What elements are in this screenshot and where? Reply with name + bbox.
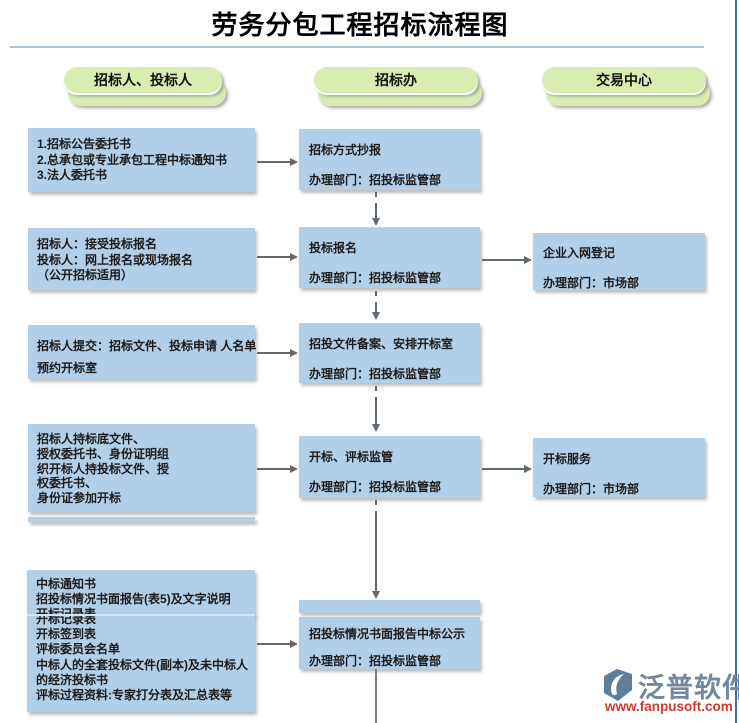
box-text-line: 的经济投标书 (36, 672, 109, 687)
box-text-line: 招标人持标底文件、 (37, 432, 146, 446)
arrow-right-icon (482, 465, 532, 473)
fanpu-logo-icon (604, 669, 632, 701)
arrow-down-icon (372, 386, 380, 432)
lane-header-label: 招标人、投标人 (64, 67, 222, 93)
box-department: 办理部门：市场部 (543, 276, 640, 290)
box-department: 办理部门：招投标监管部 (309, 173, 442, 187)
fanpu-logo: 泛普软件 www.fanpusoft.com (601, 666, 739, 718)
box-department: 办理部门：招投标监管部 (309, 271, 442, 285)
box-award-publicity: 招投标情况书面报告中标公示 办理部门：招投标监管部 (299, 617, 480, 669)
box-document-filing-room: 招投文件备案、安排开标室 办理部门：招投标监管部 (299, 323, 480, 383)
box-text-line: 织开标人持投标文件、授 (37, 461, 170, 476)
box-bid-method-report: 招标方式抄报 办理部门：招投标监管部 (299, 129, 480, 190)
box-text-line: 2.总承包或专业承包工程中标通知书 (37, 152, 228, 167)
box-text-line: 开标记录表 (36, 607, 97, 616)
box-evaluation-records: 开标记录表 开标签到表 评标委员会名单 中标人的全套投标文件(副本)及未中标人 … (27, 614, 255, 712)
box-text-line: 招标人提交：招标文件、投标申请 人名单 (37, 339, 257, 353)
box-department: 办理部门：招投标监管部 (309, 654, 442, 668)
arrow-right-icon (257, 465, 298, 473)
logo-text: 泛普软件 (638, 673, 739, 703)
box-text-line: 3.法人委托书 (37, 168, 108, 182)
title-divider (10, 46, 704, 48)
box-bid-signup: 投标报名 办理部门：招投标监管部 (299, 227, 480, 288)
arrow-right-icon (257, 640, 298, 648)
arrow-right-icon (257, 349, 298, 357)
box-title: 招标方式抄报 (309, 143, 382, 157)
connector-line (375, 669, 377, 723)
box-opening-service: 开标服务 办理部门：市场部 (533, 438, 705, 497)
box-shadow-strip (28, 517, 255, 522)
box-text-line: 投标人：网上报名或现场报名 (37, 252, 194, 267)
box-text-line: （公开招标适用） (37, 268, 134, 282)
box-department: 办理部门：招投标监管部 (309, 367, 442, 381)
box-attend-bid-opening: 招标人持标底文件、 授权委托书、身份证明组 织开标人持投标文件、授 权委托书、 … (28, 424, 255, 512)
box-award-notice-docs: 中标通知书 招投标情况书面报告(表5)及文字说明 开标记录表 (27, 570, 255, 616)
arrow-down-icon (372, 500, 380, 599)
arrow-down-icon (372, 291, 380, 320)
box-title: 开标服务 (543, 452, 592, 466)
box-shadow-strip (299, 600, 480, 613)
box-title: 开标、评标监管 (309, 450, 394, 464)
box-entrust-documents: 1.招标公告委托书 2.总承包或专业承包工程中标通知书 3.法人委托书 (28, 128, 255, 192)
box-department: 办理部门：市场部 (543, 482, 640, 496)
box-text-line: 中标人的全套投标文件(副本)及未中标人 (36, 657, 248, 672)
box-text-line: 招标人：接受投标报名 (37, 237, 158, 251)
lane-header-label: 交易中心 (542, 67, 706, 93)
box-title: 企业入网登记 (543, 246, 616, 260)
box-title: 招投文件备案、安排开标室 (309, 337, 454, 351)
box-text-line: 中标通知书 (36, 577, 97, 591)
lane-header-bidders: 招标人、投标人 (64, 67, 226, 109)
lane-header-bid-office: 招标办 (314, 67, 482, 109)
box-text-line: 授权委托书、身份证明组 (37, 446, 170, 461)
arrow-right-icon (482, 256, 532, 264)
box-text-line: 开标记录表 (36, 614, 97, 626)
box-text-line: 权委托书、 (37, 476, 98, 491)
box-department: 办理部门：招投标监管部 (309, 480, 442, 494)
box-enterprise-network-registration: 企业入网登记 办理部门：市场部 (533, 233, 705, 290)
box-text-line: 招投标情况书面报告(表5)及文字说明 (36, 592, 231, 606)
box-text-line: 身份证参加开标 (37, 491, 122, 506)
lane-header-trade-center: 交易中心 (542, 67, 710, 109)
box-title: 招投标情况书面报告中标公示 (309, 627, 466, 641)
page-title: 劳务分包工程招标流程图 (211, 11, 509, 40)
logo-url: www.fanpusoft.com (605, 699, 733, 714)
box-text-line: 预约开标室 (37, 361, 98, 375)
box-text-line: 开标签到表 (36, 627, 97, 642)
box-text-line: 评标委员会名单 (36, 642, 121, 657)
arrow-right-icon (257, 158, 298, 166)
box-text-line: 评标过程资料:专家打分表及汇总表等 (36, 688, 232, 703)
right-frame-line (735, 0, 737, 723)
box-bid-registration-methods: 招标人：接受投标报名 投标人：网上报名或现场报名 （公开招标适用） (28, 228, 255, 290)
box-opening-evaluation-supervision: 开标、评标监管 办理部门：招投标监管部 (299, 436, 480, 498)
arrow-right-icon (257, 253, 298, 261)
box-text-line: 1.招标公告委托书 (37, 137, 132, 151)
box-submit-bid-documents: 招标人提交：招标文件、投标申请 人名单 预约开标室 (28, 325, 257, 379)
arrow-down-icon (372, 192, 380, 226)
lane-header-label: 招标办 (314, 67, 478, 93)
box-title: 投标报名 (309, 241, 358, 255)
